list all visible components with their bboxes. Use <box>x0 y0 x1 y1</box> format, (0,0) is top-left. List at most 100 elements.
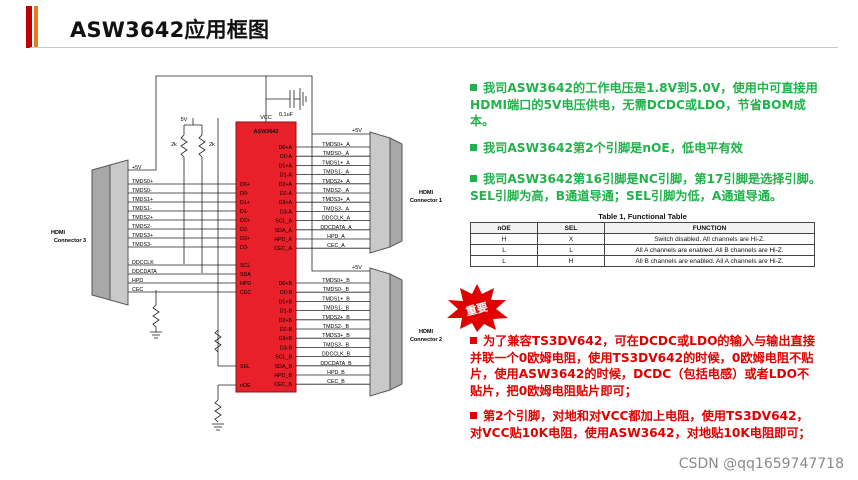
bullet-compat-line4: 贴片，把0欧姆电阻贴片即可； <box>470 383 637 398</box>
chip-left-pin-label: SCL <box>240 263 250 269</box>
table-cell: X <box>537 233 605 245</box>
badge-text: 重要 <box>464 300 489 319</box>
function-table: nOE SEL FUNCTION H X Switch disabled. Al… <box>470 222 815 267</box>
asw3642-chip <box>235 121 297 393</box>
title-accent-bar-2 <box>34 6 38 48</box>
hdmi-connector-2 <box>369 267 403 397</box>
function-table-header: SEL <box>537 222 605 234</box>
connector2-signal-label: DDCCLK_B <box>322 352 351 358</box>
bullet-pin2-line1: 第2个引脚，对地和对VCC都加上电阻，使用TS3DV642， <box>483 409 809 423</box>
connector2-label-1: HDMI <box>419 329 434 335</box>
table-cell: All B channels are enabled. All A channe… <box>604 255 815 267</box>
connector2-signal-label: HPD_B <box>327 370 345 376</box>
chip-right-pin-a-label: CEC_A <box>274 246 292 252</box>
connector2-signal-label: TMDS0-_B <box>323 287 350 293</box>
bullet-compat-line1: 为了兼容TS3DV642，可在DCDC或LDO的输入与输出直接 <box>483 334 815 348</box>
connector3-signal-label: TMDS2- <box>132 224 152 230</box>
connector3-ctrl-label: CEC <box>132 287 143 293</box>
bullet-marker <box>470 175 477 182</box>
chip-right-pin-b-label: D2-B <box>280 327 293 333</box>
connector2-signal-label: TMDS3-_B <box>323 342 350 348</box>
chip-right-pin-a-label: D3+A <box>279 200 293 206</box>
connector3-signal-label: TMDS0- <box>132 188 152 194</box>
chip-left-pin-label: nOE <box>240 383 251 389</box>
connector1-signal-label: DDCCLK_A <box>322 216 351 222</box>
bullet-marker <box>470 412 477 419</box>
connector1-signal-label: TMDS2+_A <box>322 179 350 185</box>
chip-right-pin-b-label: CEC_B <box>274 382 292 388</box>
bullet-noe-line1: 我司ASW3642第2个引脚是nOE，低电平有效 <box>483 141 743 155</box>
bullet-sel: 我司ASW3642第16引脚是NC引脚，第17引脚是选择引脚。 SEL引脚为高，… <box>470 171 821 204</box>
chip-right-pin-a-label: D3-A <box>280 209 293 215</box>
bullet-voltage: 我司ASW3642的工作电压是1.8V到5.0V，使用中可直接用 HDMI端口的… <box>470 80 818 130</box>
connector2-signal-label: DDCDATA_B <box>320 361 352 367</box>
table-cell: H <box>537 255 605 267</box>
chip-right-pin-a-label: D1-A <box>280 173 293 179</box>
connector3-label-2: Connector 3 <box>54 238 86 244</box>
bullet-compat-pin2: 第2个引脚，对地和对VCC都加上电阻，使用TS3DV642， 对VCC贴10K电… <box>470 408 811 441</box>
bullet-voltage-line2: HDMI端口的5V电压供电，无需DCDC或LDO，节省BOM成 <box>470 97 806 112</box>
chip-right-pin-a-label: D2-A <box>280 191 293 197</box>
connector2-signal-label: TMDS1+_B <box>322 296 350 302</box>
bullet-marker <box>470 337 477 344</box>
bullet-pin2-line2: 对VCC贴10K电阻，使用ASW3642，对地贴10K电阻即可； <box>470 425 811 440</box>
chip-right-pin-b-label: D0+B <box>279 281 293 287</box>
pullup-r2-label: 2k <box>209 142 215 148</box>
connector2-signal-label: TMDS0+_B <box>322 278 350 284</box>
bullet-sel-line1: 我司ASW3642第16引脚是NC引脚，第17引脚是选择引脚。 <box>483 172 822 186</box>
connector3-signal-label: TMDS3+ <box>132 233 153 239</box>
chip-right-pin-a-label: D2+A <box>279 182 293 188</box>
chip-right-pin-b-label: D3-B <box>280 345 293 351</box>
connector2-signal-label: TMDS2-_B <box>323 324 350 330</box>
chip-left-pin-label: SEL <box>240 364 250 370</box>
title-divider <box>30 47 838 48</box>
function-table-header: nOE <box>470 222 538 234</box>
connector1-power-label: +5V <box>352 128 362 134</box>
chip-left-pin-label: HPD <box>240 281 251 287</box>
bullet-noe: 我司ASW3642第2个引脚是nOE，低电平有效 <box>470 140 743 157</box>
connector1-signal-label: TMDS1-_A <box>323 170 350 176</box>
function-table-header: FUNCTION <box>604 222 815 234</box>
chip-right-pin-b-label: SDA_B <box>275 364 293 370</box>
bullet-sel-line2: SEL引脚为高，B通道导通；SEL引脚为低，A通道导通。 <box>470 188 783 203</box>
chip-right-pin-b-label: SCL_B <box>275 355 292 361</box>
connector2-power-label: +5V <box>352 265 362 271</box>
connector1-signal-label: TMDS0+_A <box>322 142 350 148</box>
chip-name: ASW3642 <box>253 129 278 135</box>
watermark: CSDN @qq1659747718 <box>678 456 844 472</box>
connector1-signal-label: TMDS3-_A <box>323 206 350 212</box>
chip-left-pin-label: D0+ <box>240 182 250 188</box>
chip-right-pin-b-label: D0-B <box>280 290 293 296</box>
important-badge: 重要 <box>444 282 510 336</box>
connector1-signal-label: TMDS1+_A <box>322 160 350 166</box>
table-cell: H <box>470 233 538 245</box>
chip-left-pin-label: D1+ <box>240 200 250 206</box>
table-cell: L <box>537 244 605 256</box>
chip-right-pin-a-label: SDA_A <box>275 228 293 234</box>
wiring <box>128 75 370 431</box>
function-table-title: Table 1, Functional Table <box>598 212 687 221</box>
connector3-signal-label: TMDS3- <box>132 242 152 248</box>
chip-right-pin-b-label: HPD_B <box>274 373 292 379</box>
connector3-signal-label: TMDS0+ <box>132 179 153 185</box>
chip-left-pin-label: D3+ <box>240 236 250 242</box>
table-row: L H All B channels are enabled. All A ch… <box>470 255 815 267</box>
hdmi-connector-1 <box>369 131 403 254</box>
chip-right-pin-b-label: D1-B <box>280 309 293 315</box>
chip-right-pin-a-label: SCL_A <box>275 219 292 225</box>
connector3-signal-label: TMDS1- <box>132 206 152 212</box>
connector2-signal-label: TMDS1-_B <box>323 306 350 312</box>
bullet-compat-line3: 片，使用ASW3642的时候，DCDC（包括电感）或者LDO不 <box>470 367 810 381</box>
dynamic-pins: D0+D0-D1+D1-D2+D2-D3+D3-SCLSDAHPDCECSELn… <box>128 142 370 389</box>
bullet-voltage-line1: 我司ASW3642的工作电压是1.8V到5.0V，使用中可直接用 <box>483 81 818 95</box>
chip-left-pin-label: D1- <box>240 209 249 215</box>
connector3-signal-label: +5V <box>132 165 142 171</box>
title-accent-bar <box>26 6 32 48</box>
connector3-label-1: HDMI <box>51 230 66 236</box>
connector2-signal-label: TMDS3+_B <box>322 333 350 339</box>
connector1-signal-label: TMDS3+_A <box>322 197 350 203</box>
connector3-ctrl-label: DDCDATA <box>132 269 157 275</box>
table-cell: All A channels are enabled. All B channe… <box>604 244 815 256</box>
chip-left-pin-label: SDA <box>240 272 251 278</box>
